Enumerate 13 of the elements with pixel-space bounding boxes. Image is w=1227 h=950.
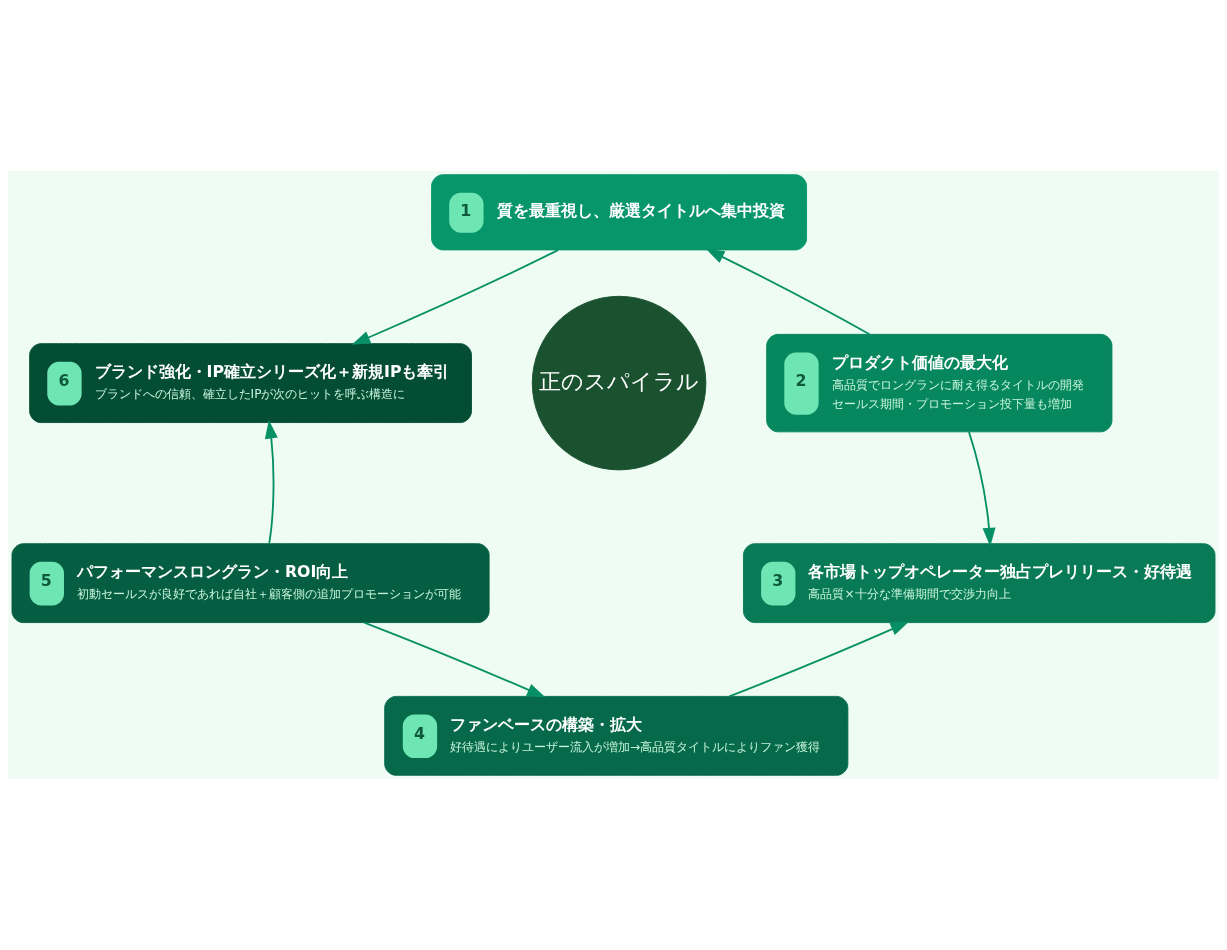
node-box: 4 ファンベースの構築・拡大 好待遇によりユーザー流入が増加→高品質タイトルによりファン獲得 [384, 695, 849, 776]
node-box: 3 各市場トップオペレーター独占プレリリース・好待遇 高品質×十分な準備期間で交渉力向上 [743, 543, 1216, 624]
arrow [705, 248, 871, 336]
node-box: 2 プロダクト価値の最大化 高品質でロングランに耐え得るタイトルの開発 セールス期間・プロモーション投下量も増加 [766, 333, 1113, 433]
arrow [264, 419, 278, 545]
arrow [363, 621, 546, 698]
arrow [728, 621, 910, 698]
node-box: 6 ブランド強化・IP確立シリーズ化＋新規IPも牽引 ブランドへの信頼、確立したIPが次のヒットを呼ぶ構造に [29, 343, 472, 423]
node-box: 5 パフォーマンスロングラン・ROI向上 初動セールスが良好であれば自社＋顧客側の追加プロモーションが可能 [11, 543, 490, 624]
node-box: 1 質を最重視し、厳選タイトルへ集中投資 [431, 174, 808, 251]
arrow [351, 249, 559, 345]
arrow [968, 431, 996, 547]
node-circle: 正のスパイラル [531, 295, 707, 471]
